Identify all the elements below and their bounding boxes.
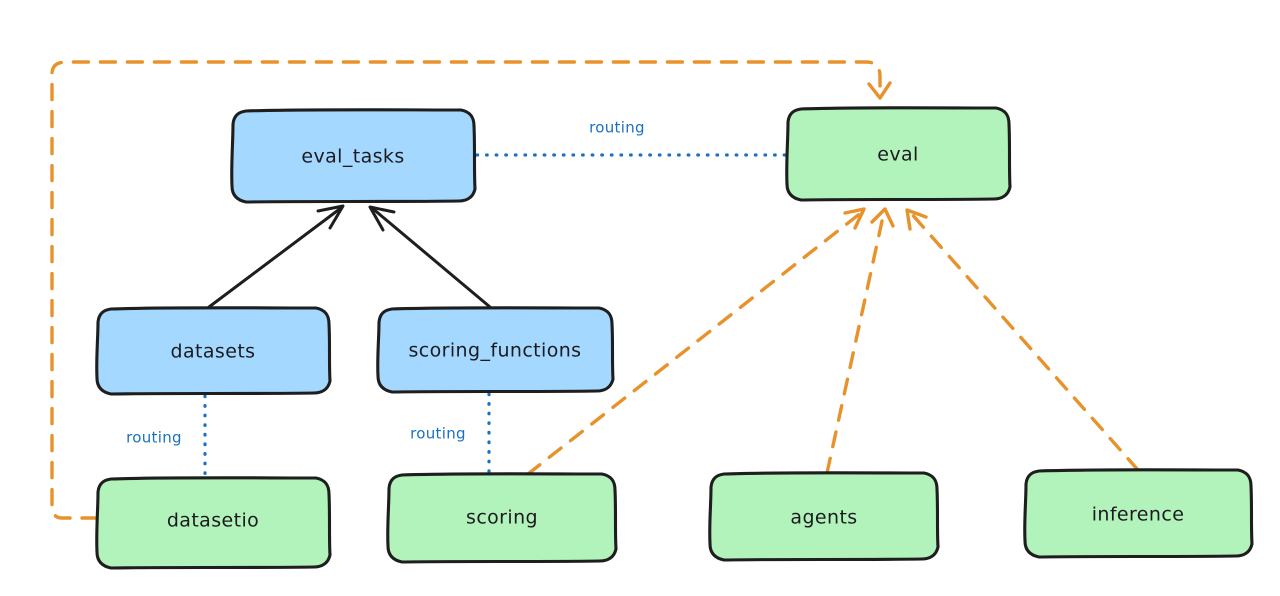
node-inference[interactable]: inference bbox=[1023, 468, 1254, 559]
edge-label-routing-datasetio: routing bbox=[126, 429, 182, 447]
node-label-scoring: scoring bbox=[466, 507, 538, 529]
node-eval_tasks[interactable]: eval_tasks bbox=[230, 108, 477, 204]
edge-label-routing-scoring: routing bbox=[410, 425, 466, 443]
node-eval[interactable]: eval bbox=[785, 106, 1012, 202]
node-datasetio[interactable]: datasetio bbox=[95, 476, 332, 570]
node-label-agents: agents bbox=[790, 507, 857, 529]
node-scoring_functions[interactable]: scoring_functions bbox=[376, 306, 615, 394]
node-agents[interactable]: agents bbox=[708, 471, 940, 562]
node-label-eval: eval bbox=[877, 144, 918, 166]
edge-label-routing-eval: routing bbox=[589, 119, 645, 137]
node-label-eval_tasks: eval_tasks bbox=[301, 146, 404, 168]
edge-scoring_functions-to-eval_tasks bbox=[368, 205, 492, 309]
edge-agents-to-eval bbox=[825, 207, 895, 475]
node-label-datasets: datasets bbox=[171, 341, 256, 363]
edge-scoring-to-eval bbox=[526, 207, 866, 476]
edge-datasets-to-eval_tasks bbox=[207, 204, 345, 309]
node-datasets[interactable]: datasets bbox=[95, 306, 332, 396]
edge-inference-to-eval bbox=[905, 208, 1140, 472]
node-scoring[interactable]: scoring bbox=[386, 472, 618, 564]
node-label-inference: inference bbox=[1092, 504, 1185, 526]
node-label-datasetio: datasetio bbox=[167, 510, 259, 532]
node-label-scoring_functions: scoring_functions bbox=[409, 340, 582, 362]
edge-datasetio-to-eval bbox=[50, 60, 892, 520]
